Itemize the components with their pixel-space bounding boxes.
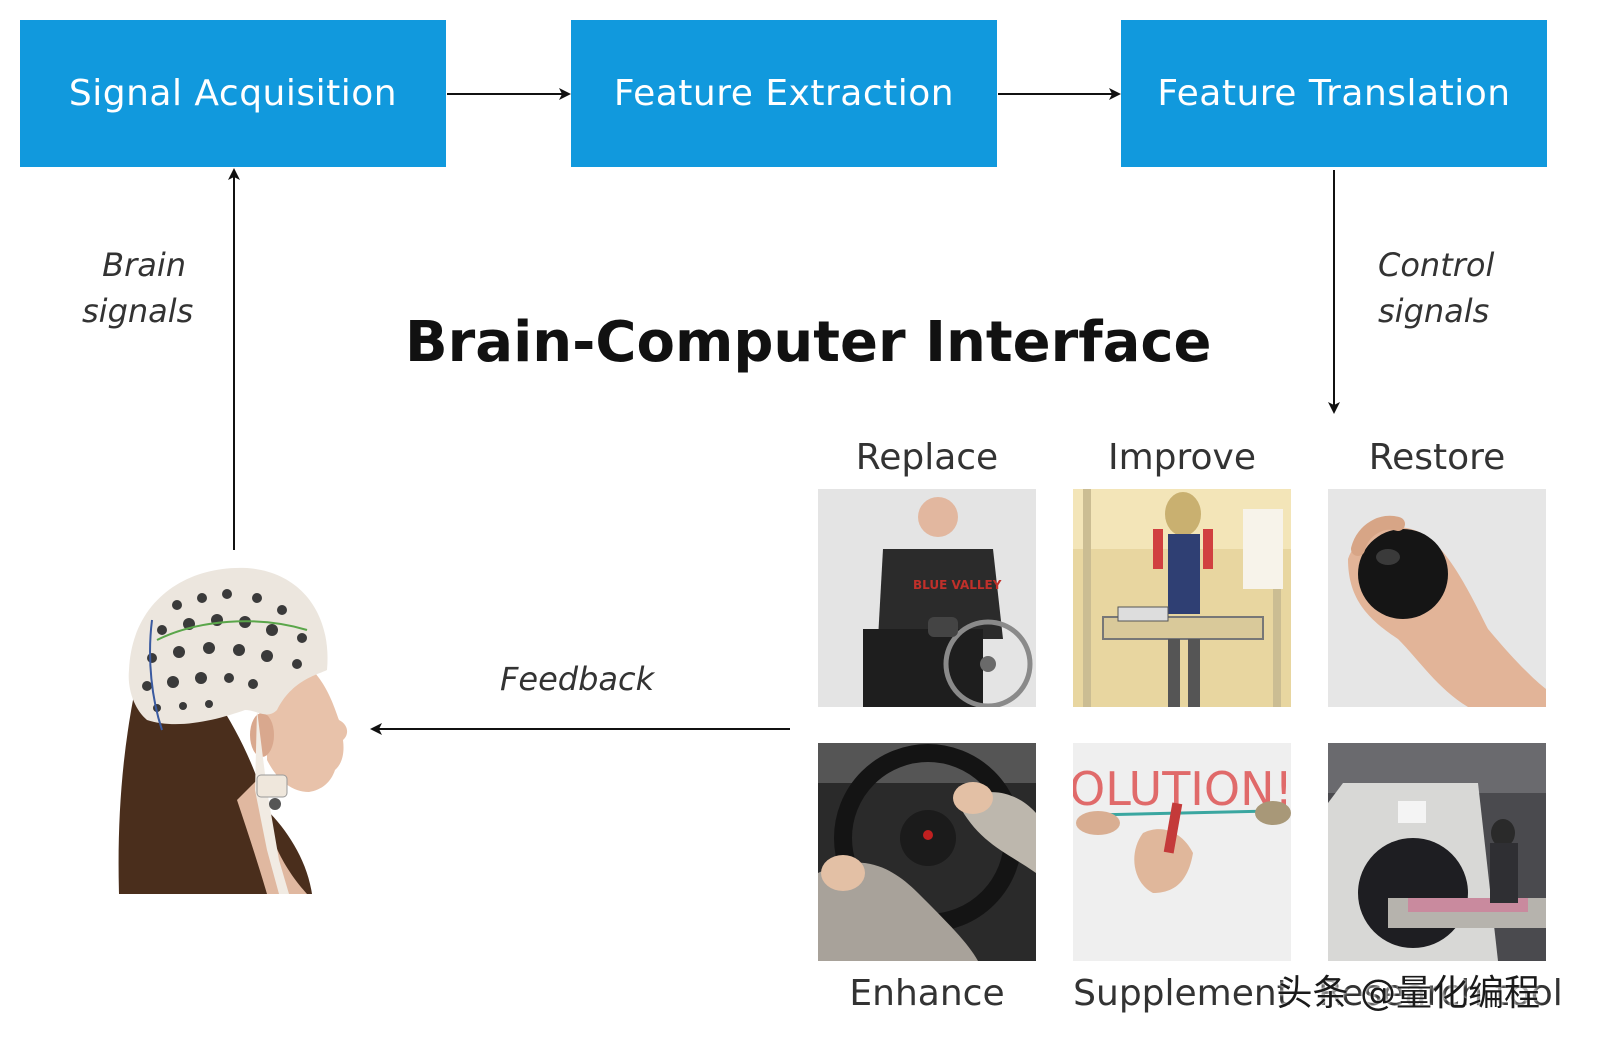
photo-writing-whiteboard: OLUTION! <box>1073 743 1291 961</box>
svg-text:OLUTION!: OLUTION! <box>1073 762 1291 816</box>
photo-hand-gripping-ball <box>1328 489 1546 707</box>
brain-signals-line-1: Brain <box>102 246 186 284</box>
diagram-title: Brain-Computer Interface <box>405 310 1212 375</box>
photo-exoskeleton-walking <box>1073 489 1291 707</box>
label-supplement: Supplement <box>1073 973 1291 1014</box>
watermark-text: 头条 @量化编程 <box>1276 973 1540 1014</box>
label-improve: Improve <box>1107 437 1257 478</box>
signal-acquisition-box: Signal Acquisition <box>20 20 446 167</box>
feedback-label: Feedback <box>500 660 655 698</box>
label-replace: Replace <box>855 437 999 478</box>
brain-signals-line-2: signals <box>82 292 194 330</box>
label-research-tool: Research tool <box>1318 973 1563 1014</box>
label-restore: Restore <box>1368 437 1506 478</box>
brain-signals-label: Brain signals <box>82 242 194 334</box>
feature-translation-box: Feature Translation <box>1121 20 1547 167</box>
photo-driving-car <box>818 743 1036 961</box>
photo-wheelchair-user: BLUE VALLEY <box>818 489 1036 707</box>
feature-extraction-box: Feature Extraction <box>571 20 997 167</box>
control-signals-line-1: Control <box>1378 246 1495 284</box>
photo-mri-scanner <box>1328 743 1546 961</box>
control-signals-label: Control signals <box>1378 242 1494 334</box>
svg-text:BLUE VALLEY: BLUE VALLEY <box>913 578 1002 592</box>
label-enhance: Enhance <box>849 973 1005 1014</box>
control-signals-line-2: signals <box>1378 292 1490 330</box>
eeg-cap-head-photo <box>117 560 357 905</box>
